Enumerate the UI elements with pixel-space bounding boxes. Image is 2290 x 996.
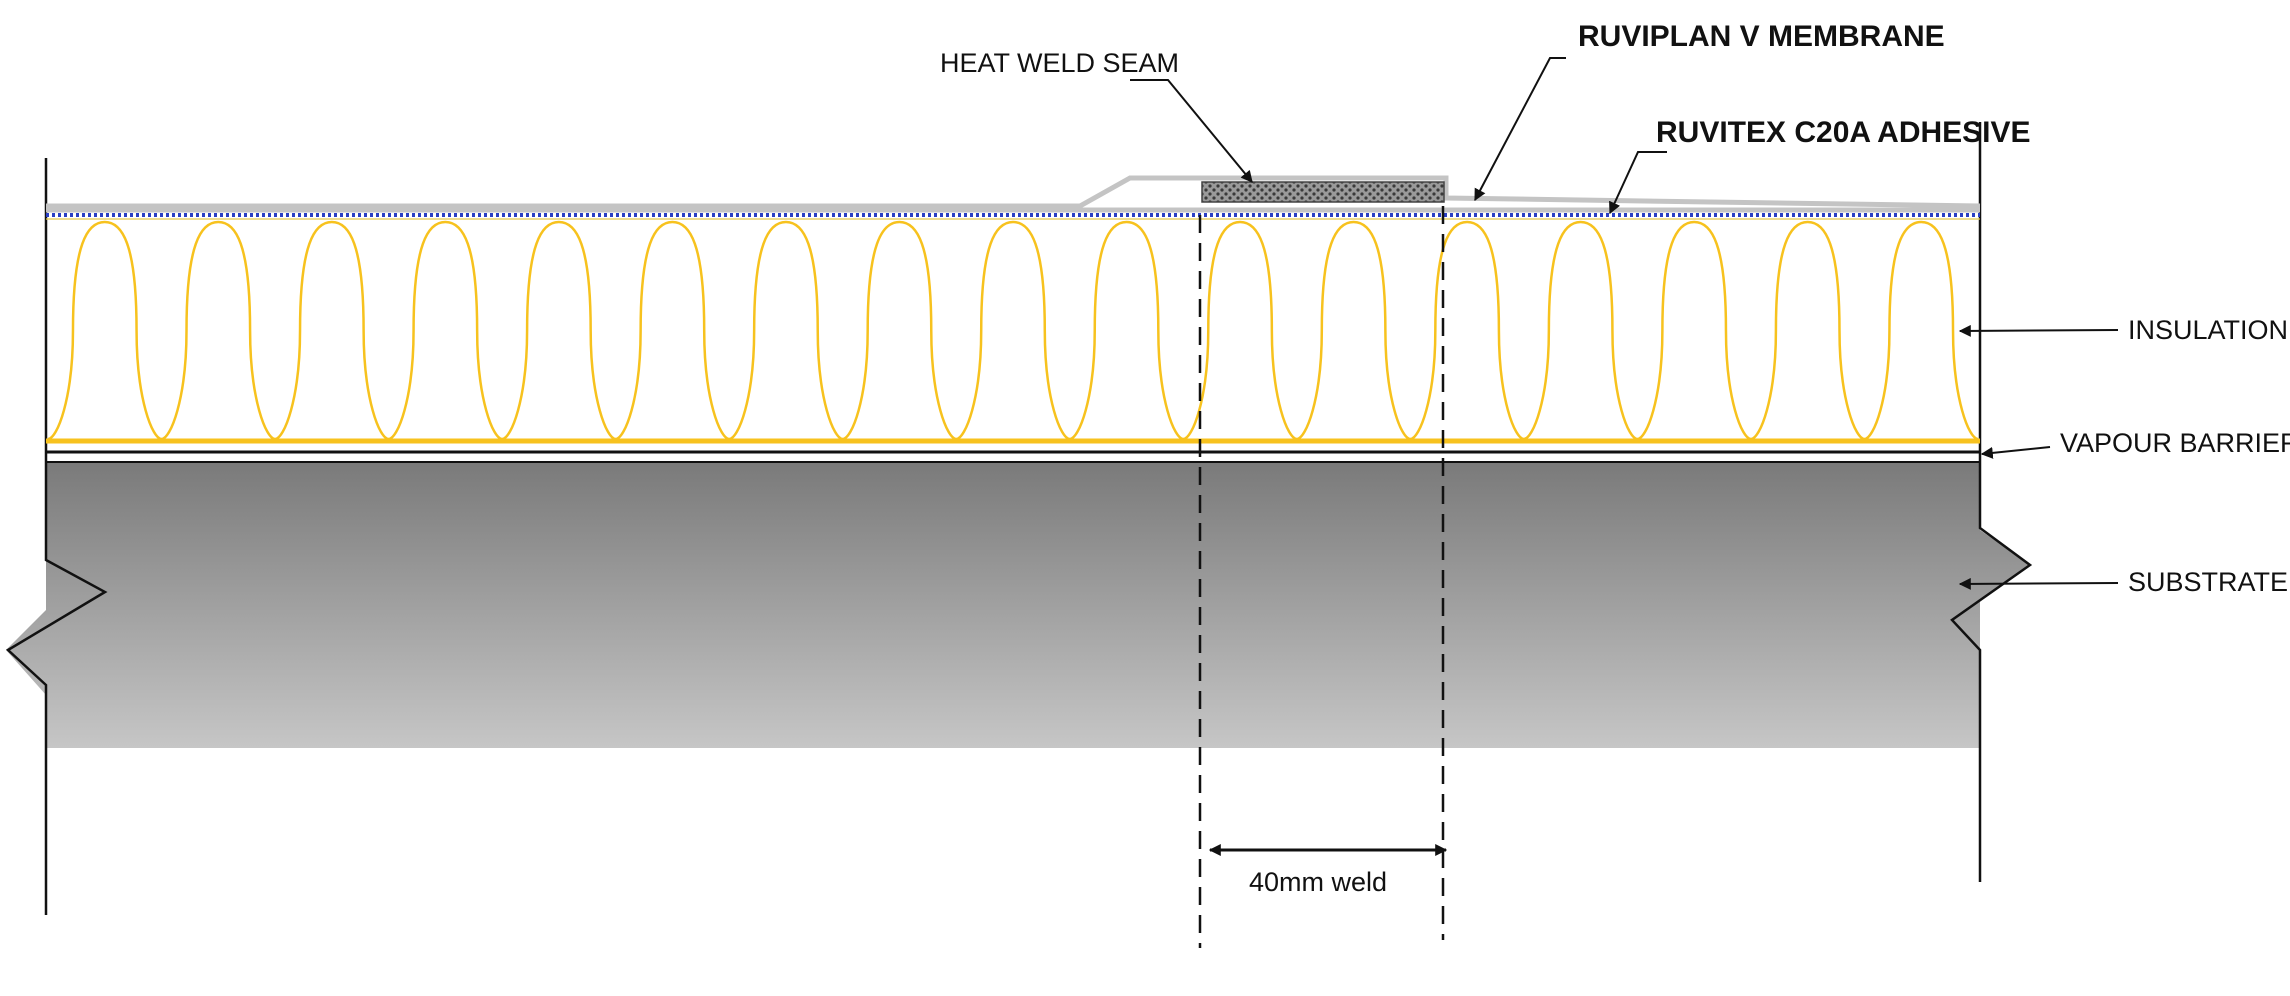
left-boundary-line <box>5 158 108 915</box>
vapour-barrier-label: VAPOUR BARRIER <box>2060 428 2290 458</box>
insulation-leader <box>1958 324 2119 337</box>
insulation-layer <box>46 220 1980 444</box>
heat-weld-seam-leader <box>1130 79 1253 183</box>
substrate-label: SUBSTRATE <box>2128 567 2288 597</box>
membrane-leader <box>1474 57 1566 202</box>
insulation-label: INSULATION <box>2128 315 2288 345</box>
heat-weld-seam-label: HEAT WELD SEAM <box>940 48 1179 78</box>
membrane-label: RUVIPLAN V MEMBRANE <box>1578 20 1945 53</box>
weld-width-label: 40mm weld <box>1249 867 1387 897</box>
adhesive-label: RUVITEX C20A ADHESIVE <box>1656 116 2031 149</box>
membrane-upper-sheet <box>46 175 1981 209</box>
right-boundary-line <box>1950 122 2033 882</box>
heat-weld-seam-block <box>1201 181 1445 203</box>
vapour-barrier-leader <box>1980 446 2051 459</box>
substrate-block <box>6 462 2030 748</box>
adhesive-leader <box>1609 151 1667 215</box>
substrate-leader <box>1958 577 2119 590</box>
insulation-wave <box>47 220 1979 441</box>
